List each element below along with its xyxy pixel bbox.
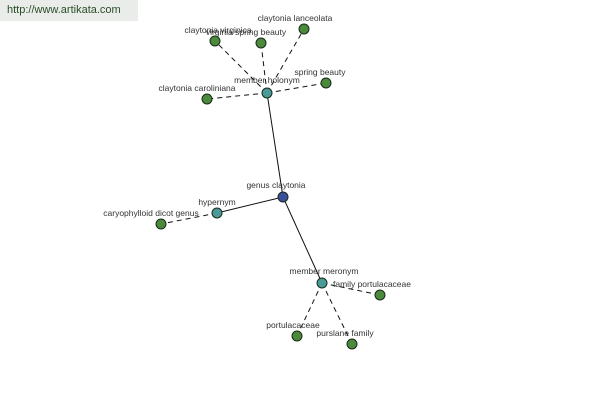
- edge-to-leaf: [266, 82, 327, 94]
- edge-root-to-member-meronym: [282, 196, 323, 284]
- edge-to-leaf: [260, 42, 268, 94]
- edge-root-to-member-holonym: [266, 92, 284, 198]
- root-node[interactable]: [277, 191, 289, 203]
- leaf-node[interactable]: [346, 338, 358, 350]
- edge-to-leaf: [296, 282, 323, 337]
- relation-label: member holonym: [234, 75, 300, 85]
- leaf-label: claytonia virginica: [184, 25, 251, 35]
- edge-root-to-hypernym: [216, 196, 284, 214]
- leaf-label: portulacaceae: [266, 320, 320, 330]
- leaf-node[interactable]: [291, 330, 303, 342]
- leaf-node[interactable]: [374, 289, 386, 301]
- relation-label: member meronym: [290, 266, 359, 276]
- leaf-label: spring beauty: [294, 67, 346, 77]
- leaf-label: claytonia caroliniana: [158, 83, 235, 93]
- leaf-label: caryophylloid dicot genus: [103, 208, 198, 218]
- leaf-label: family portulacaceae: [333, 279, 411, 289]
- root-label: genus claytonia: [246, 180, 305, 190]
- leaf-node[interactable]: [298, 23, 310, 35]
- edges: [160, 28, 381, 345]
- leaf-label: claytonia lanceolata: [258, 13, 333, 23]
- source-url-banner[interactable]: http://www.artikata.com: [0, 0, 138, 21]
- labels: genus claytonia member holonym hypernym mem…: [103, 13, 411, 338]
- leaf-node[interactable]: [255, 37, 267, 49]
- edge-to-leaf: [266, 28, 305, 94]
- nodes: [155, 23, 386, 350]
- relation-node[interactable]: [261, 87, 273, 99]
- leaf-label: purslane family: [316, 328, 374, 338]
- edge-to-leaf: [321, 282, 353, 345]
- leaf-node[interactable]: [155, 218, 167, 230]
- leaf-node[interactable]: [209, 35, 221, 47]
- edge-to-leaf: [160, 212, 218, 225]
- relation-node[interactable]: [316, 277, 328, 289]
- leaf-node[interactable]: [320, 77, 332, 89]
- edge-to-leaf: [206, 92, 268, 100]
- relation-label: hypernym: [198, 197, 235, 207]
- edge-to-leaf: [214, 40, 268, 94]
- leaf-label: virginia spring beauty: [206, 27, 287, 37]
- edge-to-leaf: [321, 282, 381, 296]
- relation-node[interactable]: [211, 207, 223, 219]
- leaf-node[interactable]: [201, 93, 213, 105]
